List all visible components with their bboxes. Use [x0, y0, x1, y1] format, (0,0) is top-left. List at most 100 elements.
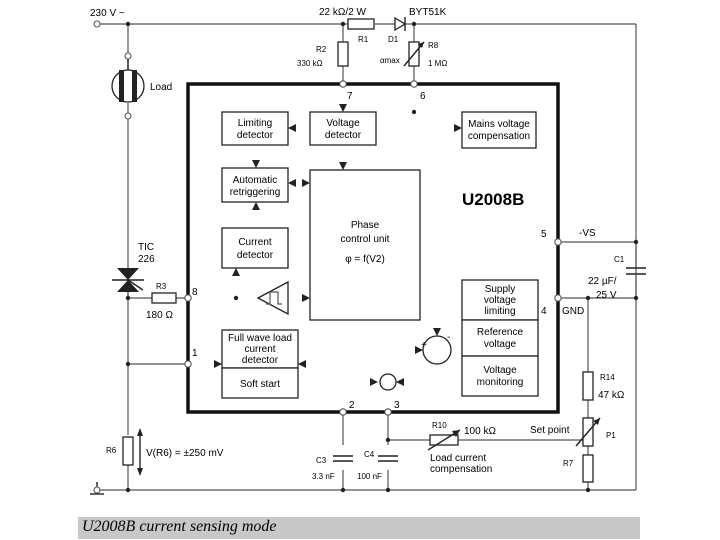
- svg-text:Voltage: Voltage: [483, 365, 517, 376]
- pin-numbers: 7 6 8 1 2 3 5 4: [192, 91, 547, 411]
- svg-text:3: 3: [394, 400, 400, 411]
- p1-potentiometer: Set point P1: [530, 417, 616, 447]
- voltage-monitoring-block: Voltage monitoring: [461, 355, 539, 397]
- svg-text:1: 1: [192, 348, 198, 359]
- svg-text:detector: detector: [237, 250, 274, 261]
- c4-capacitor: C4 100 nF: [357, 450, 398, 481]
- svg-text:-: -: [447, 332, 450, 343]
- svg-text:detector: detector: [237, 130, 274, 141]
- svg-text:2: 2: [349, 400, 355, 411]
- svg-text:3.3 nF: 3.3 nF: [312, 472, 335, 481]
- svg-text:Phase: Phase: [351, 220, 380, 231]
- svg-text:Load current: Load current: [430, 453, 486, 464]
- svg-text:Supply: Supply: [485, 284, 516, 295]
- current-detector-block: Current detector: [221, 227, 289, 269]
- automatic-retriggering-block: Automatic retriggering: [221, 167, 289, 203]
- mixing-node: [379, 373, 397, 391]
- gnd-label: GND: [562, 306, 584, 317]
- svg-text:αmax: αmax: [380, 56, 400, 65]
- d1-diode: BYT51K D1: [388, 7, 447, 44]
- svg-text:φ = f(V2): φ = f(V2): [345, 254, 385, 265]
- svg-text:Full wave load: Full wave load: [228, 333, 292, 344]
- r7-resistor: R7: [563, 454, 594, 483]
- svg-text:Soft start: Soft start: [240, 379, 280, 390]
- svg-text:Voltage: Voltage: [326, 118, 360, 129]
- svg-text:TIC: TIC: [138, 242, 154, 253]
- vs-label: -VS: [579, 228, 596, 239]
- r10-variable-resistor: R10 100 kΩ Load current compensation: [427, 421, 496, 475]
- svg-text:R14: R14: [600, 373, 615, 382]
- svg-text:monitoring: monitoring: [477, 377, 524, 388]
- svg-text:100 kΩ: 100 kΩ: [464, 426, 496, 437]
- svg-text:Load: Load: [150, 82, 172, 93]
- c3-capacitor: C3 3.3 nF: [312, 455, 353, 481]
- mains-voltage-compensation-block: Mains voltage compensation: [461, 111, 537, 149]
- svg-text:Reference: Reference: [477, 327, 524, 338]
- svg-text:47 kΩ: 47 kΩ: [598, 390, 625, 401]
- r1-resistor: 22 kΩ/2 W R1: [319, 7, 375, 44]
- svg-text:22 kΩ/2 W: 22 kΩ/2 W: [319, 7, 366, 18]
- svg-text:compensation: compensation: [430, 464, 492, 475]
- full-wave-load-current-detector-block: Full wave load current detector: [221, 329, 299, 369]
- svg-text:limiting: limiting: [484, 306, 515, 317]
- svg-text:BYT51K: BYT51K: [409, 7, 447, 18]
- svg-text:8: 8: [192, 287, 198, 298]
- svg-text:5: 5: [541, 229, 547, 240]
- svg-text:D1: D1: [388, 35, 399, 44]
- r2-resistor: R2 330 kΩ: [297, 41, 349, 68]
- junctions: [125, 21, 639, 493]
- svg-text:R3: R3: [156, 282, 167, 291]
- svg-text:R6: R6: [106, 446, 117, 455]
- svg-text:detector: detector: [242, 355, 279, 366]
- supply-voltage-limiting-block: Supply voltage limiting: [461, 279, 539, 321]
- voltage-detector-block: Voltage detector: [309, 111, 377, 146]
- svg-text:6: 6: [420, 91, 426, 102]
- limiting-detector-block: Limiting detector: [221, 111, 289, 146]
- phase-control-unit-block: Phase control unit φ = f(V2): [309, 169, 421, 321]
- svg-text:R7: R7: [563, 459, 574, 468]
- r6-shunt-resistor: R6 V(R6) = ±250 mV: [106, 428, 224, 476]
- svg-text:R8: R8: [428, 41, 439, 50]
- svg-text:C1: C1: [614, 255, 625, 264]
- svg-text:P1: P1: [606, 431, 616, 440]
- r3-resistor: R3 180 Ω: [146, 282, 177, 321]
- svg-text:Mains voltage: Mains voltage: [468, 119, 530, 130]
- r14-resistor: R14 47 kΩ: [582, 371, 625, 401]
- c1-capacitor: C1 22 µF/ 25 V: [588, 255, 646, 301]
- svg-text:voltage: voltage: [484, 339, 517, 350]
- svg-text:compensation: compensation: [468, 131, 530, 142]
- figure-caption: U2008B current sensing mode: [82, 518, 277, 535]
- svg-text:22 µF/: 22 µF/: [588, 276, 617, 287]
- svg-text:voltage: voltage: [484, 295, 517, 306]
- arrowheads: [214, 104, 462, 386]
- svg-text:V(R6) = ±250 mV: V(R6) = ±250 mV: [146, 448, 224, 459]
- svg-text:4: 4: [541, 306, 547, 317]
- chip-name: U2008B: [462, 190, 524, 209]
- svg-text:Set point: Set point: [530, 425, 570, 436]
- svg-text:Current: Current: [238, 237, 272, 248]
- caption-bar: U2008B current sensing mode: [78, 517, 640, 539]
- svg-text:226: 226: [138, 254, 155, 265]
- reference-voltage-block: Reference voltage: [461, 319, 539, 357]
- load-motor: Load: [111, 56, 172, 103]
- svg-text:7: 7: [347, 91, 353, 102]
- svg-text:180 Ω: 180 Ω: [146, 310, 173, 321]
- svg-text:25 V: 25 V: [596, 290, 617, 301]
- svg-text:100 nF: 100 nF: [357, 472, 382, 481]
- triac: TIC 226: [112, 242, 155, 292]
- svg-text:C3: C3: [316, 456, 327, 465]
- svg-text:1 MΩ: 1 MΩ: [428, 59, 447, 68]
- comparator-triangle: [256, 280, 289, 316]
- svg-text:R1: R1: [358, 35, 369, 44]
- svg-text:detector: detector: [325, 130, 362, 141]
- svg-text:330 kΩ: 330 kΩ: [297, 59, 323, 68]
- terminals: [93, 20, 562, 494]
- svg-text:Automatic: Automatic: [233, 175, 277, 186]
- svg-text:current: current: [244, 344, 275, 355]
- svg-text:Limiting: Limiting: [238, 118, 272, 129]
- svg-text:+: +: [421, 340, 427, 351]
- soft-start-block: Soft start: [221, 367, 299, 399]
- supply-label: 230 V ~: [90, 8, 125, 19]
- svg-text:retriggering: retriggering: [230, 187, 281, 198]
